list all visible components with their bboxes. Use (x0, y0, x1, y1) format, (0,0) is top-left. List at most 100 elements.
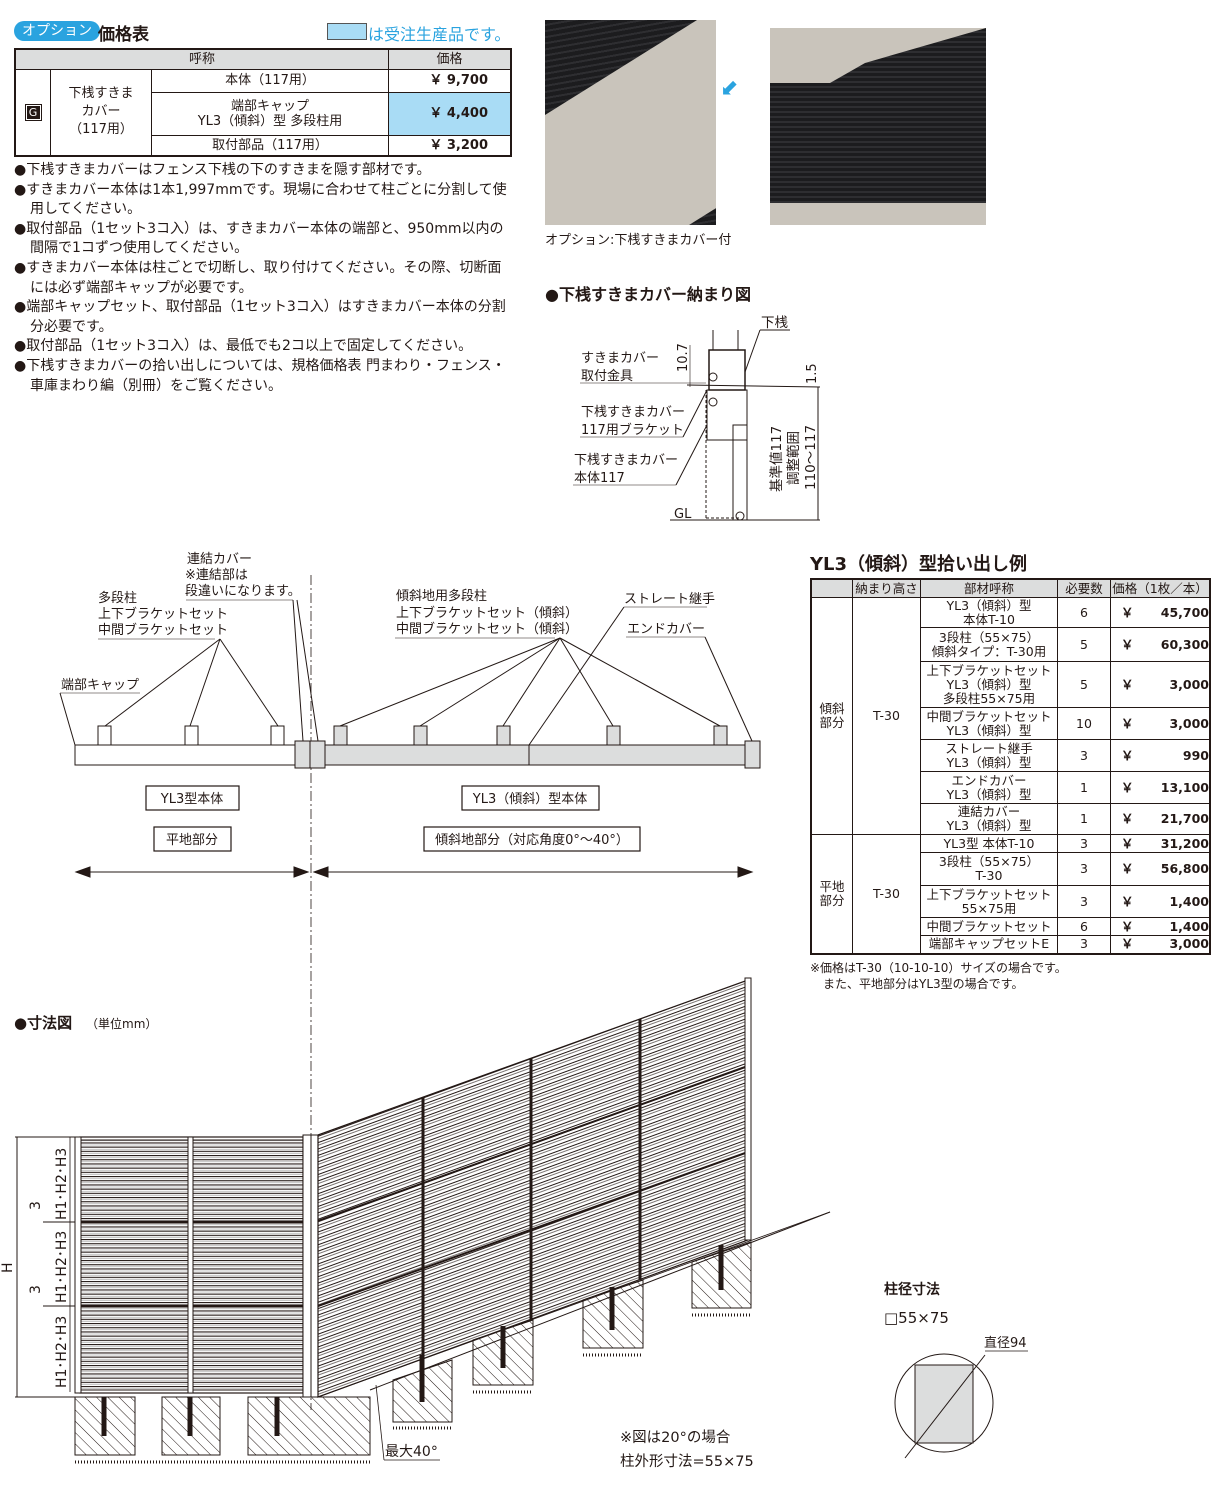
row-name: 本体（117用） (151, 68, 389, 93)
price-value: 13,100 (1160, 779, 1209, 795)
pickup-footnote: ※価格はT-30（10-10-10）サイズの場合です。 また、平地部分はYL3型… (810, 960, 1067, 992)
option-badge: オプション (14, 21, 100, 41)
quantity: 3 (1057, 852, 1111, 886)
part-name-line: YL3（傾斜）型 (946, 722, 1032, 738)
part-name-line: 上下ブラケットセット (926, 662, 1052, 678)
col-header: 価格（1枚／本） (1110, 578, 1211, 598)
price-value: 1,400 (1169, 893, 1209, 909)
part-name-line: YL3（傾斜）型 (946, 676, 1032, 692)
part-name: 端部キャップセットE (920, 935, 1058, 954)
part-name-line: 3段柱（55×75） (938, 629, 1040, 645)
quantity: 5 (1057, 661, 1111, 708)
notes-list: ●下桟すきまカバーはフェンス下桟の下のすきまを隠す部材です。 ●すきまカバー本体… (14, 161, 514, 396)
part-name-line: 中間ブラケットセット (926, 918, 1052, 934)
post-size-title: 柱径寸法 (884, 1281, 940, 1298)
label-end-cover: エンドカバー (627, 622, 705, 637)
note-item: ●取付部品（1セット3コ入）は、すきまカバー本体の端部と、950mm以内の間隔で… (14, 220, 504, 257)
h-label: H (0, 1262, 16, 1273)
label-multi-post: 中間ブラケットセット (98, 622, 228, 638)
part-name-line: 3段柱（55×75） (938, 854, 1040, 869)
label-rail: 下桟 (761, 315, 789, 331)
dimension-diagram: ●寸法図 （単位mm） (0, 977, 1028, 1470)
part-name-line: YL3（傾斜）型 (946, 818, 1032, 833)
note-item: ●下桟すきまカバーの拾い出しについては、規格価格表 門まわり・フェンス・車庫まわ… (14, 357, 506, 394)
label-slope-post: 中間ブラケットセット（傾斜） (396, 621, 578, 637)
unit-price: ￥ 1,400 (1110, 917, 1211, 936)
made-to-order-swatch (327, 23, 367, 40)
part-name-line: 中間ブラケットセット (926, 708, 1052, 724)
table-row: G 下桟すきま カバー （117用） 本体（117用） ￥ 9,700 (14, 68, 512, 157)
part-name-line: YL3（傾斜）型 (946, 597, 1032, 613)
group-label-line: （117用） (69, 122, 133, 138)
currency: ￥ (1121, 779, 1134, 795)
group-label-line: カバー (81, 104, 121, 120)
label-body117: 下桟すきまカバー (574, 453, 678, 468)
price-value: 56,800 (1160, 861, 1209, 876)
part-name: 3段柱（55×75）傾斜タイプ：T-30用 (920, 627, 1058, 662)
dimension-title: ●寸法図 (14, 1014, 72, 1032)
unit-price: ￥21,700 (1110, 803, 1211, 835)
quantity: 3 (1057, 885, 1111, 918)
label-bracket-metal: 取付金具 (581, 368, 633, 384)
note-item: ●端部キャップセット、取付部品（1セット3コ入）はすきまカバー本体の分割分必要で… (14, 299, 506, 335)
label-gl: GL (674, 507, 692, 522)
dimension-note: 柱外形寸法=55×75 (620, 1453, 754, 1470)
label-bracket117: 下桟すきまカバー (581, 405, 685, 420)
panel-label: H1･H2･H3 (54, 1316, 70, 1388)
layout-diagram: 連結カバー ※連結部は 段違いになります。 多段柱 上下ブラケットセット 中間ブ… (59, 552, 761, 1410)
gap-label: 3 (28, 1285, 44, 1294)
panel-label: H1･H2･H3 (54, 1148, 70, 1220)
fit-height: T-30 (852, 597, 921, 835)
quantity: 5 (1057, 627, 1111, 662)
part-name-line: YL3型 本体T-10 (943, 835, 1035, 851)
price-value: 3,000 (1169, 936, 1209, 952)
dimension-note: ※図は20°の場合 (620, 1429, 731, 1446)
currency: ￥ (1121, 636, 1134, 652)
section-title: ●下桟すきまカバー納まり図 (545, 285, 751, 304)
label-link-cover: ※連結部は (185, 568, 248, 583)
table-row: 取付部品（117用） ￥ 3,200 (15, 134, 512, 157)
dimension-unit: （単位mm） (86, 1016, 157, 1031)
dim-10-7: 10.7 (676, 343, 691, 372)
price-value: 1,400 (1169, 918, 1209, 934)
header-price: 価格 (388, 48, 512, 70)
dim-1-5: 1.5 (805, 363, 820, 384)
col-header: 必要数 (1057, 578, 1111, 598)
row-price: ￥ 3,200 (388, 134, 512, 157)
part-name-line: ストレート継手 (945, 740, 1033, 756)
label-yl3-slope-body: YL3（傾斜）型本体 (472, 792, 587, 807)
col-header: 納まり高さ (852, 578, 921, 598)
price-value: 3,000 (1169, 715, 1209, 731)
label-flat-part: 平地部分 (166, 833, 218, 848)
photo-caption: オプション:下桟すきまカバー付 (545, 233, 732, 248)
part-name-line: 上下ブラケットセット (926, 886, 1052, 902)
label-straight-joint: ストレート継手 (624, 592, 715, 607)
photo-closeup (545, 20, 716, 225)
price-table-title: 価格表 (98, 25, 149, 45)
price-value: 45,700 (1160, 604, 1209, 620)
footnote-line: ※価格はT-30（10-10-10）サイズの場合です。 (810, 961, 1067, 975)
part-name-line: 端部キャップセットE (928, 936, 1050, 952)
currency: ￥ (1121, 918, 1134, 934)
price-value: 21,700 (1160, 811, 1209, 826)
label-slope-post: 傾斜地用多段柱 (396, 588, 487, 604)
gap-label: 3 (28, 1201, 44, 1210)
row-name-line: 端部キャップ (230, 98, 309, 114)
g-icon: G (24, 103, 42, 121)
currency: ￥ (1121, 835, 1134, 851)
part-name-line: 本体T-10 (963, 611, 1015, 627)
label-body117: 本体117 (574, 471, 625, 486)
panel-label: H1･H2･H3 (54, 1231, 70, 1303)
unit-price: ￥60,300 (1110, 627, 1211, 662)
